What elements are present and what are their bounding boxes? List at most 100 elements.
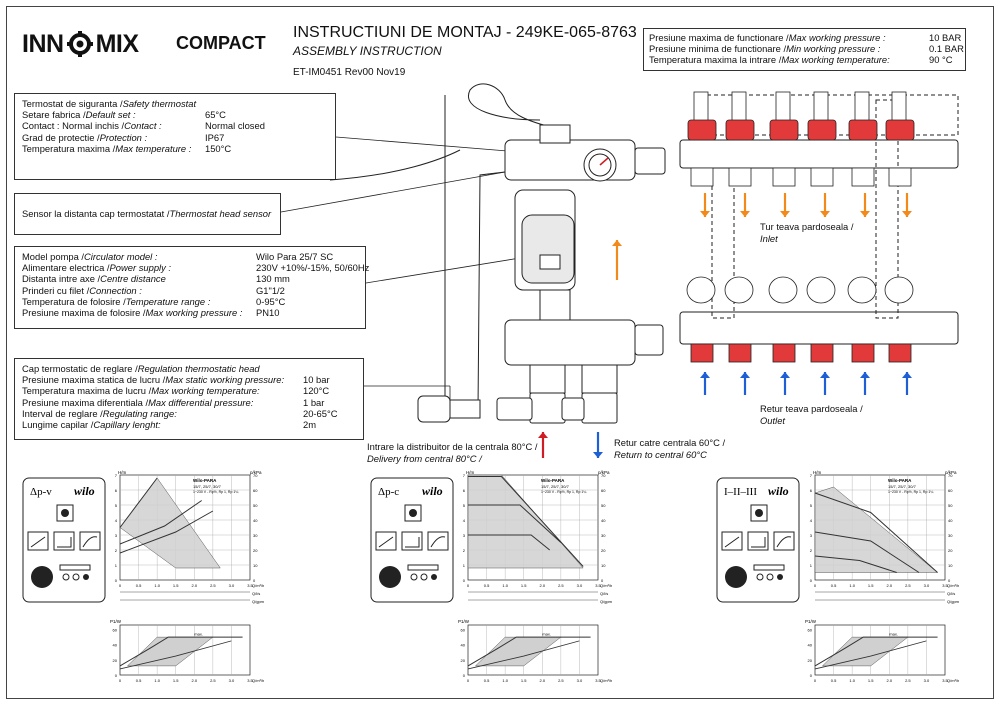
return-fitting [690,343,714,363]
legend-title: Wilo-PARA [888,478,912,483]
flow-meter [724,276,754,304]
mode-icon-1 [721,531,743,551]
x-tick: 2.0 [887,583,893,588]
kpa-tick: 10 [601,563,606,568]
y-tick: 2 [463,548,466,553]
spec-row: Presiune minima de functionare / Min wor… [649,43,964,55]
kpa-tick: 60 [948,488,953,493]
spec-label: Presiune minima de functionare / [649,43,787,55]
power-x-tick: 0 [119,678,122,683]
y-tick: 2 [115,548,118,553]
spec-value: 90 °C [929,54,953,66]
wilo-brand: wilo [768,484,789,498]
kpa-axis-label: p/kPa [598,470,610,475]
kpa-tick: 40 [601,518,606,523]
x-tick: 3.0 [577,583,583,588]
spec-label: Presiune maxima diferentiala / [22,396,149,408]
power-curve-min [467,640,580,670]
flow-meter [847,276,877,304]
operating-region [467,474,584,569]
mode-icon-1 [375,531,397,551]
x-tick: 1.0 [154,583,160,588]
y-tick: 1 [463,563,466,568]
page-title: INSTRUCTIUNI DE MONTAJ - 249KE-065-8763 [293,24,637,41]
pump-curve [468,504,562,543]
pump-panel-graphic: I–II–III wilo [716,477,800,603]
kpa-tick: 30 [253,533,258,538]
pressure-spec-box: Presiune maxima de functionare / Max wor… [643,28,966,71]
power-x-tick: 2.5 [558,678,564,683]
power-x-tick: 2.5 [210,678,216,683]
kpa-tick: 30 [948,533,953,538]
spec-value: 130 mm [256,273,290,285]
valve-cap [687,119,717,141]
power-x-tick: 1.0 [154,678,160,683]
curve-label-max: max. [542,632,551,637]
legend-line: 1~230 V - Rp½, Rp 1, Rp 1¼ [193,490,238,494]
y-tick: 7 [463,473,466,478]
mode-icon-2 [401,531,423,551]
pump-panel-graphic: Δp-v wilo [22,477,106,603]
power-curve-max [814,636,938,667]
spec-label: Presiune maxima statica de lucru / [22,374,166,386]
spec-value: 150°C [205,142,232,154]
power-tick: 20 [113,658,118,663]
arrow-head [820,372,830,378]
legend-title: Wilo-PARA [541,478,565,483]
valve-stem [775,91,791,123]
flow-meter [884,276,914,304]
spec-row: Prinderi cu filet / Connection :G1"1/2 [22,285,358,296]
gpm-axis-label: Q/gpm [252,599,265,604]
thermostatic-head-box: Cap termostatic de reglare / Regulation … [14,358,364,440]
power-tick: 60 [461,628,466,633]
pump-curve [119,500,202,545]
power-x-tick: 2.0 [192,678,198,683]
spec-value: 230V +10%/-15%, 50/60Hz [256,262,370,274]
kpa-tick: 60 [601,488,606,493]
pump-control-panel: Δp-c wilo [370,477,454,608]
inlet-label-en: Inlet [760,233,778,244]
spec-row: Contact : Normal inchis / Contact :Norma… [22,120,328,131]
spec-label: Temperatura maxima de lucru / [22,385,152,397]
spec-label: Lungime capilar / [22,419,94,431]
spec-row: Grad de protectie / Protection :IP67 [22,132,328,143]
kpa-tick: 10 [253,563,258,568]
valve-stem [693,91,709,123]
mode-icon-2 [747,531,769,551]
mode-icon-3 [773,531,795,551]
x-tick: 0 [119,583,122,588]
return-fitting [728,343,752,363]
spec-label-en: Max working pressure : [145,307,243,319]
spec-row: Presiune maxima statica de lucru / Max s… [22,374,356,385]
kpa-tick: 20 [948,548,953,553]
spec-label: Alimentare electrica / [22,262,110,274]
valve-cap [807,119,837,141]
spec-label-en: Contact : [124,120,162,132]
thermostat-capillary [329,83,556,411]
spec-row: Presiune maxima de functionare / Max wor… [649,32,961,43]
pump-control-panel: I–II–III wilo [716,477,800,608]
arrow-head [860,372,870,378]
spec-label: Temperatura maxima la intrare / [649,54,782,66]
power-x-tick: 1.0 [849,678,855,683]
arrow-head [780,211,790,217]
power-axis-label: P1/W [110,619,122,624]
outlet-fitting [690,167,714,187]
x-tick: 2.0 [192,583,198,588]
valve-heads [686,91,915,363]
power-tick: 40 [113,643,118,648]
y-tick: 0 [115,578,118,583]
legend-line: 15/7, 25/7, 30/7 [193,484,222,489]
power-curve-min [119,640,232,670]
x-axis-label: Q/m³/h [947,583,959,588]
power-tick: 0 [810,673,813,678]
power-x-tick: 2.0 [540,678,546,683]
kpa-tick: 20 [253,548,258,553]
power-x-tick: 3.5 [595,678,601,683]
x-tick: 2.5 [210,583,216,588]
sensor-box: Sensor la distanta cap termostatat / The… [14,193,281,235]
dial-icon [725,566,747,588]
kpa-tick: 20 [601,548,606,553]
